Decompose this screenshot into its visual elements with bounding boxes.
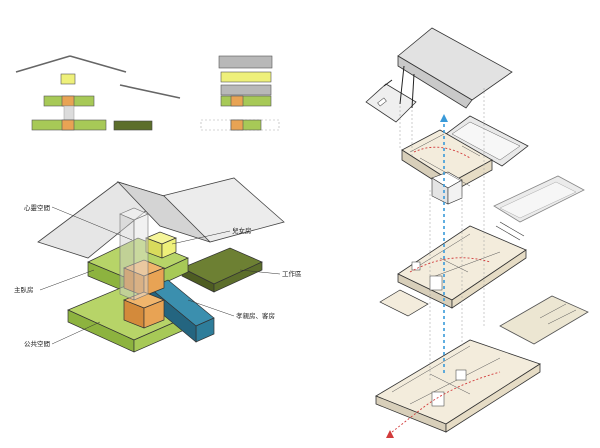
label-spiritual-space: 心靈空間 bbox=[24, 203, 50, 212]
core-block bbox=[230, 119, 244, 131]
wall-line bbox=[539, 303, 567, 319]
path-upper bbox=[413, 146, 471, 159]
core-block bbox=[230, 95, 244, 107]
roof-edge bbox=[397, 55, 473, 109]
wall-line bbox=[409, 357, 501, 405]
leader-line bbox=[51, 321, 101, 345]
work-area-block bbox=[113, 120, 153, 131]
grey-block bbox=[220, 84, 272, 96]
spiritual-space-front bbox=[133, 213, 149, 301]
wall-line bbox=[391, 345, 471, 393]
roof-top-plane bbox=[397, 27, 513, 101]
wall-line bbox=[547, 309, 577, 325]
wall-line bbox=[429, 373, 471, 395]
work-area-front bbox=[213, 261, 263, 293]
stair-line bbox=[499, 221, 525, 237]
core-front bbox=[143, 267, 165, 297]
roof-line bbox=[119, 84, 181, 99]
stair-core bbox=[63, 105, 75, 121]
leader-line bbox=[51, 206, 133, 241]
leader-line bbox=[39, 269, 95, 291]
stair-line bbox=[495, 225, 521, 241]
lower-floor-edge-front bbox=[445, 363, 541, 433]
path-lower bbox=[391, 371, 501, 433]
entry-arrow-icon bbox=[386, 430, 394, 438]
roof-line bbox=[69, 55, 127, 73]
wall-line bbox=[429, 251, 501, 279]
label-public-space: 公共空間 bbox=[24, 339, 50, 348]
wall-line bbox=[439, 257, 469, 273]
children-room-front bbox=[161, 237, 177, 259]
skylight bbox=[377, 97, 387, 107]
circulation-path bbox=[391, 146, 501, 433]
roof-line bbox=[15, 55, 71, 73]
label-master-bedroom: 主臥房 bbox=[14, 285, 34, 294]
leader-line bbox=[187, 299, 235, 317]
skylight-box-inner bbox=[451, 121, 521, 161]
stair-block bbox=[431, 391, 445, 407]
section-diagram-left bbox=[15, 55, 181, 131]
wall-line bbox=[409, 133, 445, 153]
children-room-block bbox=[60, 73, 76, 85]
middle-floor-layer bbox=[379, 175, 585, 317]
lower-floor-layer bbox=[375, 295, 589, 433]
isometric-massing: 心靈空間 兒女房 工作區 主臥房 孝親房、客房 公共空間 bbox=[14, 177, 302, 353]
label-work-area: 工作區 bbox=[282, 269, 302, 278]
beam bbox=[383, 79, 393, 87]
wall-line bbox=[419, 157, 471, 187]
section-diagram-right bbox=[200, 55, 280, 131]
lower-floor-extension bbox=[499, 295, 589, 345]
core-block bbox=[61, 119, 75, 131]
master-bedroom-block bbox=[220, 95, 272, 107]
axis-arrow-icon bbox=[440, 114, 448, 122]
alignment-guides bbox=[399, 88, 485, 380]
column bbox=[399, 65, 405, 105]
leader-line bbox=[239, 269, 281, 275]
label-parents-guest-room: 孝親房、客房 bbox=[236, 311, 275, 320]
middle-floor-edge-front bbox=[451, 249, 527, 309]
roof-layer bbox=[365, 27, 513, 123]
wall-line bbox=[411, 233, 471, 271]
children-room-block bbox=[220, 71, 272, 83]
room-block bbox=[411, 261, 421, 271]
path-middle bbox=[409, 257, 491, 273]
core-front-lower bbox=[143, 299, 165, 329]
leader-line bbox=[171, 230, 231, 245]
stair-block bbox=[429, 275, 443, 291]
column bbox=[411, 73, 415, 109]
roof-block bbox=[218, 55, 273, 69]
canopy-plane bbox=[365, 83, 417, 123]
exploded-axonometric bbox=[365, 27, 589, 438]
spiritual-space-side bbox=[119, 213, 135, 301]
middle-balcony bbox=[379, 289, 429, 317]
label-children-room: 兒女房 bbox=[232, 226, 252, 235]
wall-line bbox=[461, 145, 481, 157]
room-block bbox=[455, 369, 467, 381]
roof-plane-side bbox=[116, 181, 211, 243]
core-block bbox=[61, 95, 75, 107]
upper-floor-layer bbox=[401, 115, 529, 205]
grey-slab-inner bbox=[499, 181, 577, 219]
